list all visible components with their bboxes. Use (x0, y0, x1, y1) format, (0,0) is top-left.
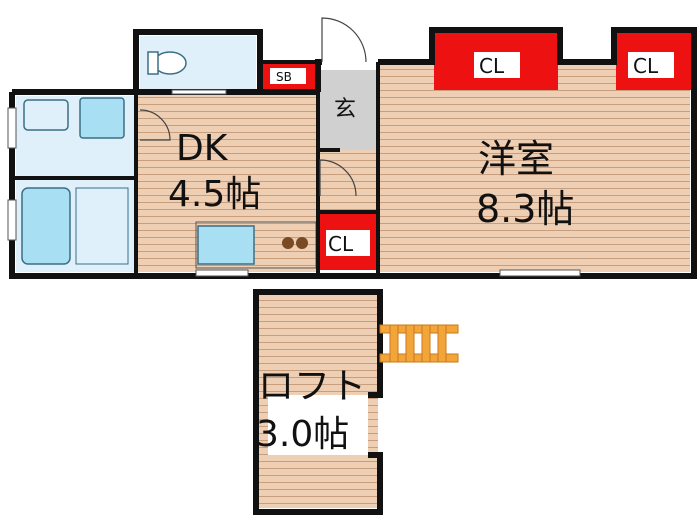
closet-top-left-label-bg (474, 52, 520, 78)
windows (7, 89, 581, 277)
dk-name: DK (176, 128, 229, 169)
entrance-floor (320, 70, 376, 150)
loft-notch (268, 395, 368, 455)
loft-name: ロフト (258, 366, 366, 407)
dk-size: 4.5帖 (168, 174, 261, 215)
toilet-bowl (153, 51, 187, 75)
stove-burner-left (282, 237, 294, 249)
closet-top-right-label: CL (633, 54, 659, 78)
stove-burner-right (296, 237, 308, 249)
ladder-icon (379, 324, 459, 363)
closet-top-left-label: CL (479, 54, 505, 78)
closet-small-label: CL (328, 232, 354, 256)
western-room-floor (378, 62, 690, 272)
toilet-tank (147, 51, 159, 75)
sb-label-bg (270, 68, 306, 84)
washbasin (79, 97, 125, 139)
kitchen-sink (197, 225, 255, 265)
western-room-size: 8.3帖 (476, 187, 574, 231)
shoe-box-label: SB (276, 70, 292, 84)
loft-size: 3.0帖 (256, 414, 349, 455)
walls (9, 27, 697, 279)
bathtub (21, 187, 71, 265)
washing-machine-pan (23, 99, 69, 131)
western-room-name: 洋室 (478, 137, 554, 181)
entrance-label: 玄 (334, 97, 356, 122)
shower-area (75, 187, 129, 265)
hall-floor (318, 150, 378, 214)
closet-top-right-label-bg (628, 52, 674, 78)
closet-small-label-bg (326, 230, 370, 256)
door-swings (139, 17, 367, 197)
interior-walls (14, 60, 380, 274)
loft-walls (253, 289, 383, 515)
